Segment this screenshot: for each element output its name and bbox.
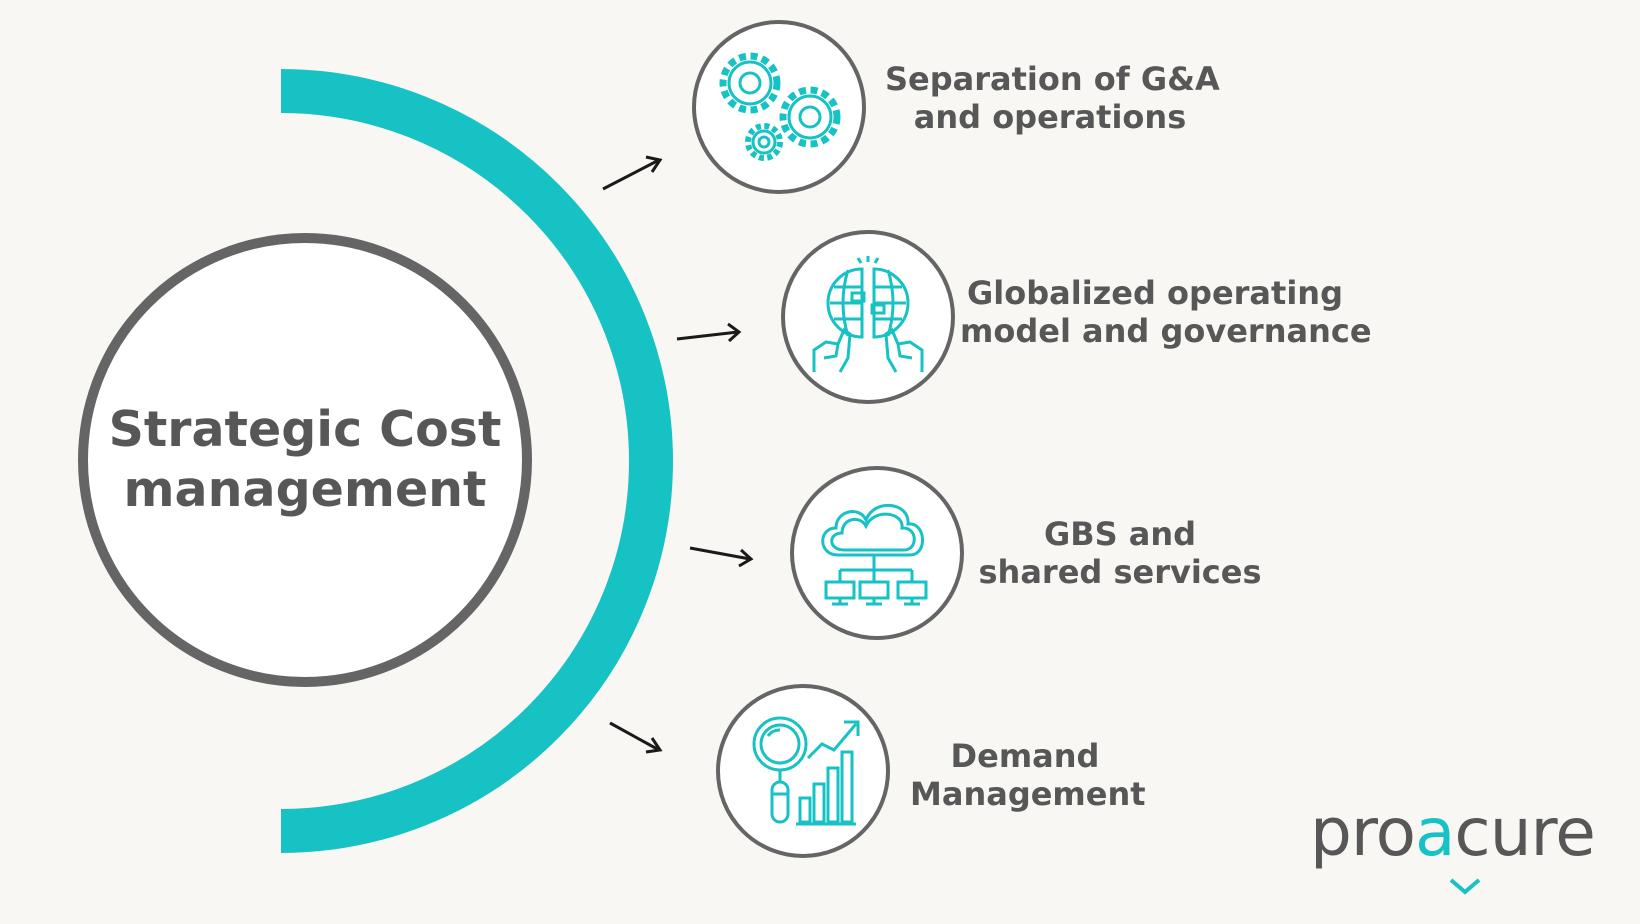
item-label-3: GBS and shared services bbox=[975, 515, 1265, 591]
item-label-2-line2: model and governance bbox=[960, 312, 1372, 350]
item-label-2-line1: Globalized operating bbox=[967, 274, 1343, 312]
center-title-line2: management bbox=[123, 461, 487, 518]
item-label-1-line2: and operations bbox=[913, 98, 1187, 136]
item-label-1-line1: Separation of G&A bbox=[885, 60, 1220, 98]
logo-text-post: cure bbox=[1454, 794, 1595, 871]
gears-icon bbox=[719, 52, 841, 161]
globe-hands-icon bbox=[812, 256, 924, 373]
arrow-3 bbox=[689, 546, 754, 568]
arrow-1 bbox=[602, 155, 663, 191]
teal-arc bbox=[280, 69, 673, 853]
magnifier-chart-icon bbox=[752, 716, 860, 826]
item-label-4: Demand Management bbox=[910, 737, 1146, 813]
item-label-2: Globalized operating model and governanc… bbox=[960, 274, 1372, 350]
proacure-logo: proacure bbox=[1310, 800, 1610, 900]
item-label-4-line1: Demand bbox=[950, 737, 1100, 775]
center-circle bbox=[78, 233, 532, 687]
logo-check-icon bbox=[1449, 878, 1481, 895]
item-label-3-line1: GBS and bbox=[1043, 515, 1197, 553]
item-label-4-line2: Management bbox=[910, 775, 1146, 813]
icon-circle-1 bbox=[692, 20, 866, 194]
icon-circle-4 bbox=[716, 684, 890, 858]
arrow-2 bbox=[676, 322, 742, 343]
icon-circle-2 bbox=[781, 230, 955, 404]
arrow-4 bbox=[609, 721, 663, 754]
center-title: Strategic Cost management bbox=[80, 235, 530, 685]
item-label-3-line2: shared services bbox=[978, 553, 1262, 591]
logo-text-pre: pro bbox=[1310, 794, 1416, 871]
cloud-network-icon bbox=[821, 504, 928, 606]
center-title-line1: Strategic Cost bbox=[108, 401, 502, 458]
icon-circle-3 bbox=[790, 466, 964, 640]
item-label-1: Separation of G&A and operations bbox=[885, 60, 1220, 136]
logo-text-accent: a bbox=[1414, 794, 1455, 871]
